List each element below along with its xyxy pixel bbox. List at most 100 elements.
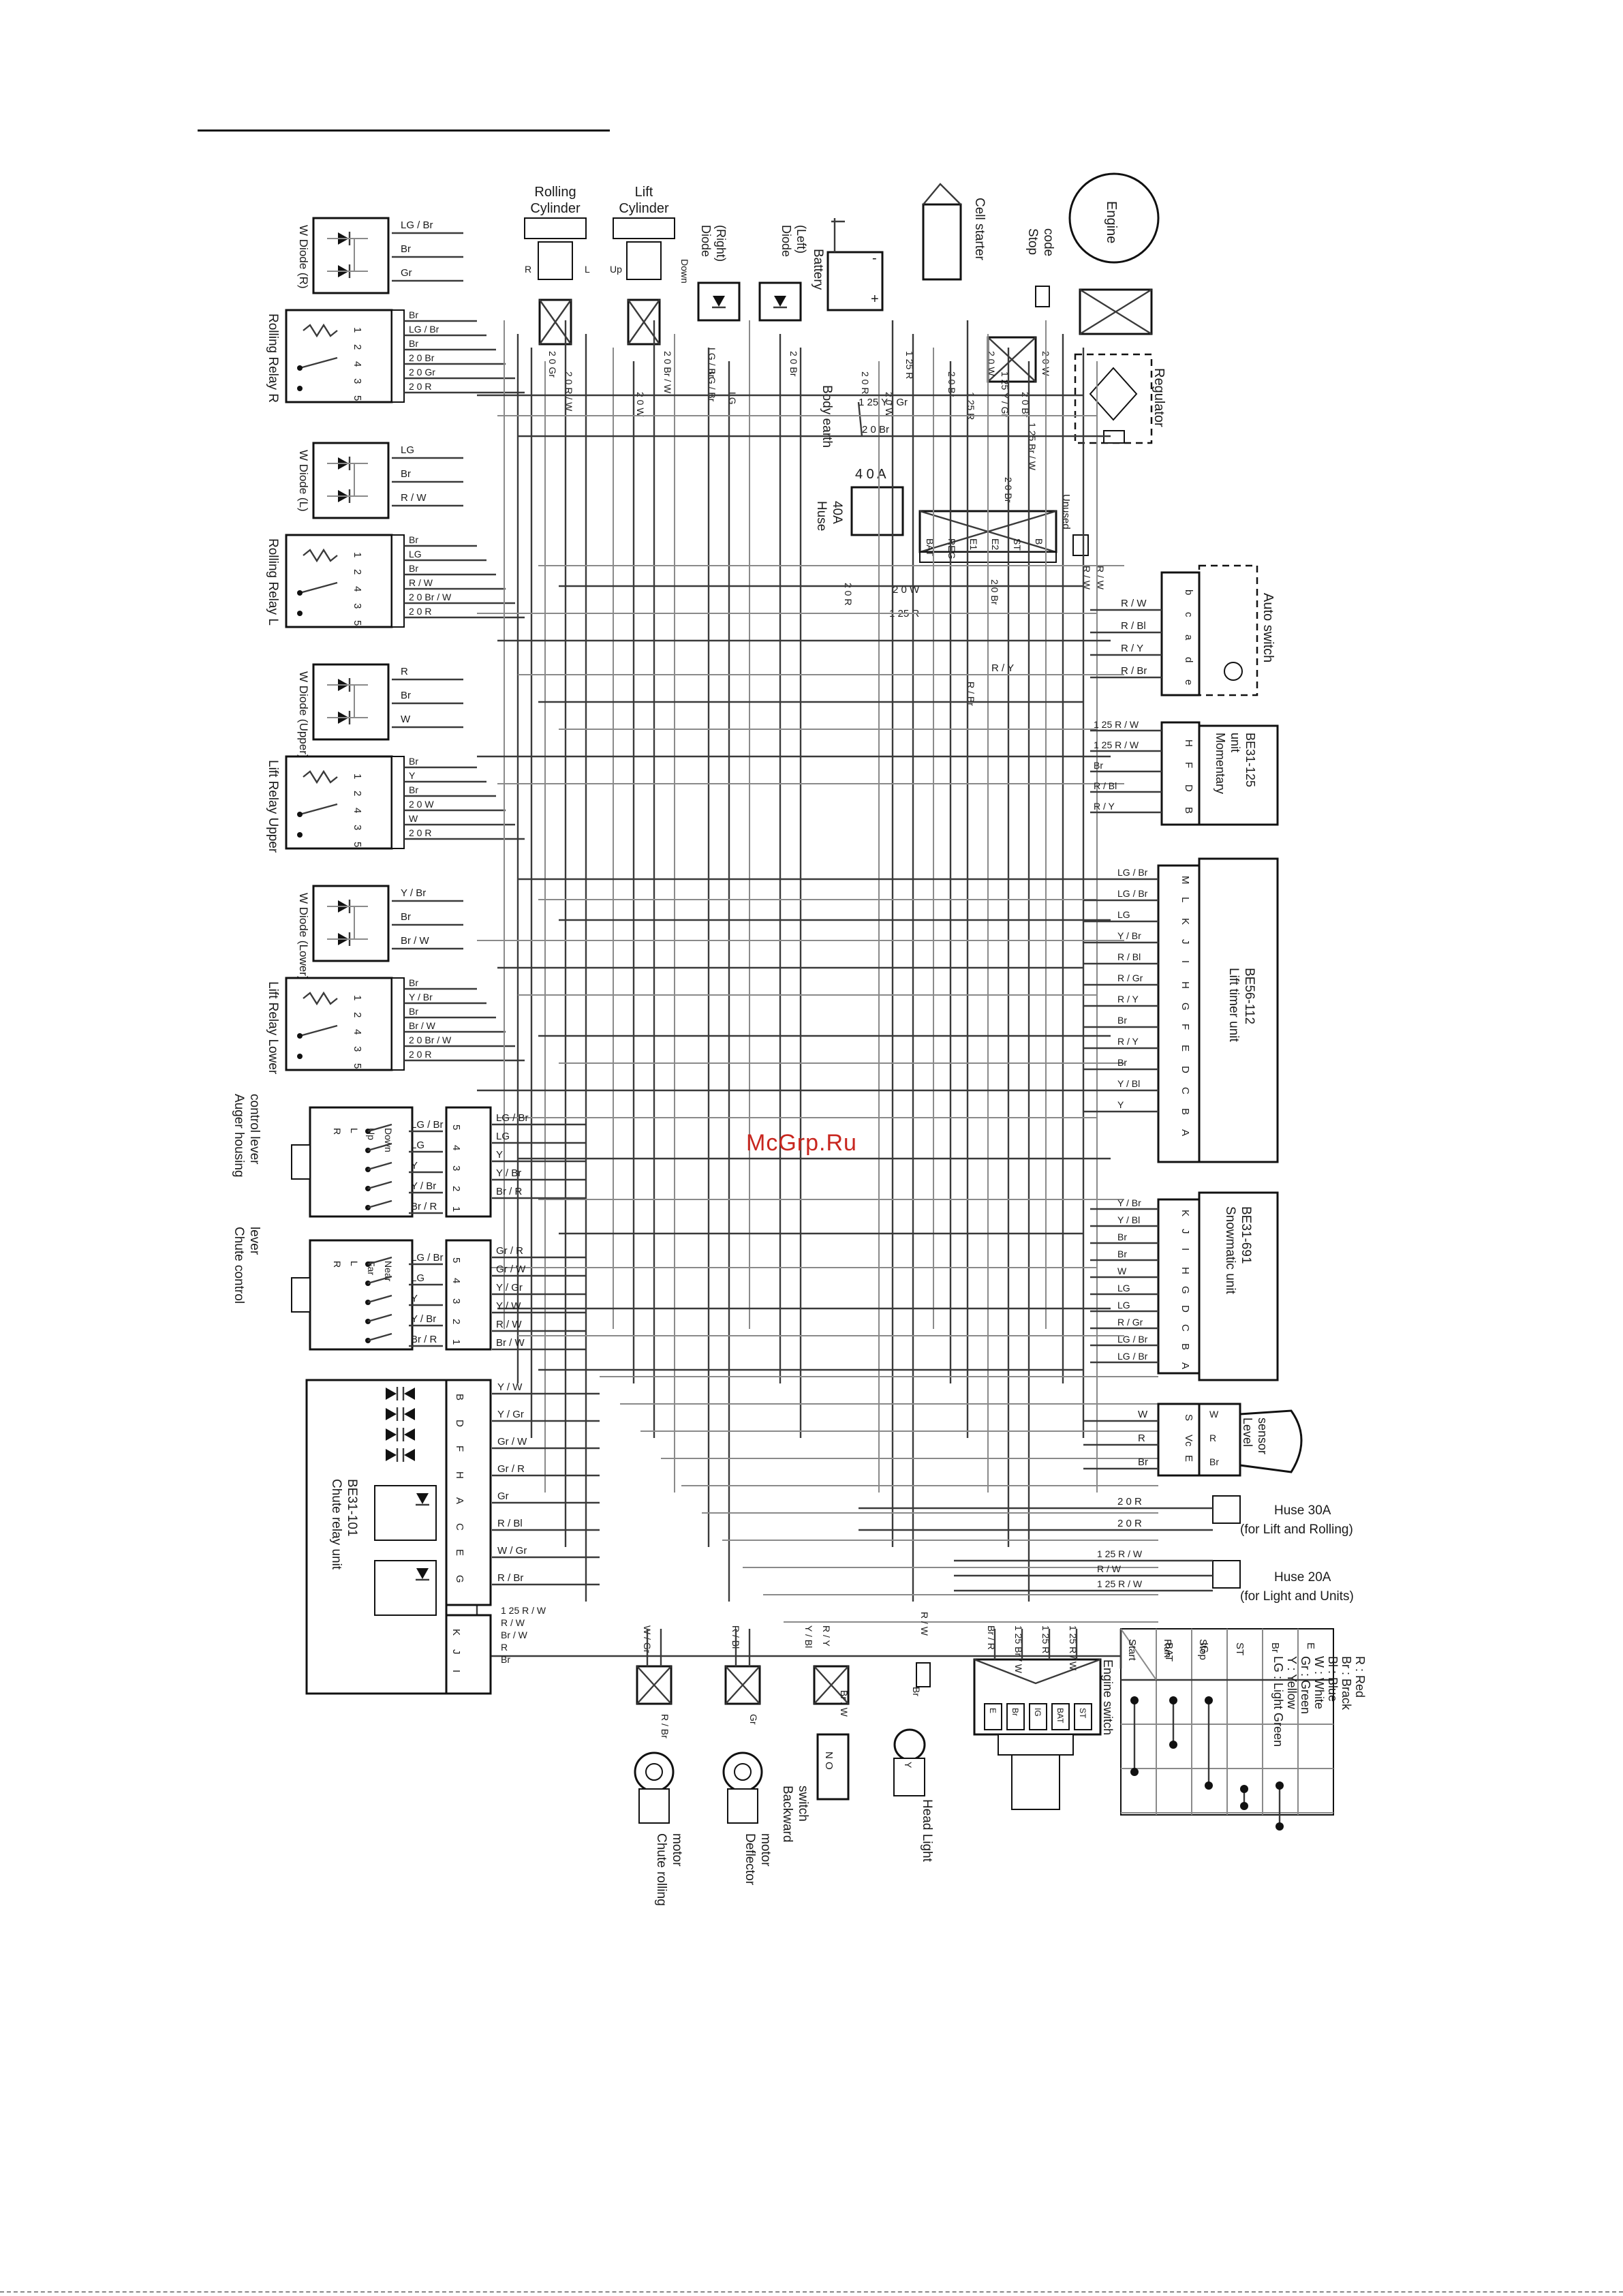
diode-icon [386,1448,399,1462]
wire-label: LG [411,1139,424,1151]
level-sensor-label: Level [1241,1418,1254,1447]
pin-label: 4 [450,1145,462,1150]
wire-label: LG / Br [1117,1334,1148,1345]
diode-triangle [404,1428,415,1441]
pin-label: A [1179,1362,1191,1369]
header-rule [198,129,610,132]
auto-switch-connector [1160,571,1201,697]
switch-dot [1240,1785,1248,1793]
pin-label: I [450,1670,462,1672]
pin-label: B [454,1394,465,1400]
diode-label: W Diode (Lower) [297,893,310,980]
wire-label: Br [1117,1249,1127,1259]
pin-label: C [1179,1324,1191,1332]
pin-label: 3 [352,378,363,384]
wire-label: R / Y [821,1625,832,1647]
pin-label: c [1183,612,1194,617]
wire-label: Br [1117,1231,1127,1242]
color-legend-item: Y : Yellow [1285,1656,1299,1710]
wire-trunk [422,320,1158,1690]
engine-icon [1068,172,1160,264]
rolling-cylinder-label: Cylinder [530,201,581,216]
wire-label: 1 25 R / W [1094,739,1139,750]
switch-dot [1130,1768,1139,1776]
terminal-box [1051,1703,1070,1730]
connector-icon [987,336,1037,383]
diode-icon [402,1407,415,1421]
contact-dot [297,812,303,817]
wire-label: R [401,666,408,677]
switch-dot [1205,1696,1213,1704]
wire-label: Y / W [497,1381,523,1393]
diode-label: W Diode (L) [297,450,310,512]
relay-connector [391,756,405,849]
ecu-pin-label: B [1034,538,1045,545]
wire-label: LG [401,444,414,456]
pin-label: G [1179,1002,1191,1011]
switch-contact-icon [299,803,338,816]
wire-label: Br / W [496,1337,525,1349]
engine-switch-top [974,1658,1101,1685]
wire-label: LG / Br [1117,888,1148,899]
terminal-label: ST [1078,1708,1087,1719]
wire-label: R / W [409,577,433,588]
lever-header: L [349,1128,360,1133]
lever-title: Chute control [232,1227,246,1304]
momentary-label: Momentary [1214,733,1227,794]
relay-connector [391,534,405,628]
diode-triangle [713,296,725,307]
unused-terminal [1072,534,1089,556]
terminal-label: Br [1010,1708,1020,1716]
switch-contact-icon [367,1313,392,1323]
motor-body [638,1788,670,1824]
wire-label: R / W [501,1617,525,1628]
diode-icon [402,1428,415,1441]
stop-code-icon [1035,286,1050,307]
relay-label: Rolling Relay R [266,313,280,403]
wire-label: 2 0 R [409,827,431,838]
pin-label: K [1179,1210,1191,1216]
pin-label: J [450,1649,462,1655]
pin-label: 4 [352,586,363,592]
pin-label: F [1179,1024,1191,1030]
wire-label: 1 25 R / W [501,1605,546,1616]
battery-minus: - [872,251,877,266]
watermark: McGrp.Ru [746,1130,857,1156]
pin-label: 5 [352,842,363,847]
chute-relay-connector-2 [445,1614,492,1695]
pin-label: C [1179,1087,1191,1095]
wire-label: Br / R [411,1201,437,1212]
wire-label: Br [409,756,418,767]
wire-label: Br / W [501,1629,528,1640]
diode-label: W Diode (R) [297,225,310,289]
starter-icon [922,203,962,281]
switch-dot [1276,1781,1284,1790]
lever-handle-icon [291,1144,311,1180]
ecu-pin-label: E1 [968,538,979,550]
wire-gauge-label: 2 0 W [635,392,646,417]
diode-box [312,663,390,741]
wire-gauge-label: R / Y [991,662,1014,674]
wire-label: Gr [748,1714,759,1725]
wire-label: Br [401,911,411,923]
wire-label: Y / Gr [496,1282,523,1294]
relay-box [285,755,393,850]
pin-label: 2 [352,791,363,796]
wire-label: Y / Gr [497,1409,524,1420]
terminal-label: IG [1033,1708,1042,1717]
level-sensor-plug [1198,1403,1241,1477]
wire-label: W [1117,1266,1127,1276]
wire-label: R / W [401,492,427,504]
wire [814,1666,849,1704]
switch-contact-icon [367,1332,392,1342]
pin-label: 1 [450,1339,462,1345]
wire-label: R / Br [1121,665,1147,677]
wire-label: R / Bl [1094,780,1117,791]
pin-label: 5 [450,1124,462,1130]
